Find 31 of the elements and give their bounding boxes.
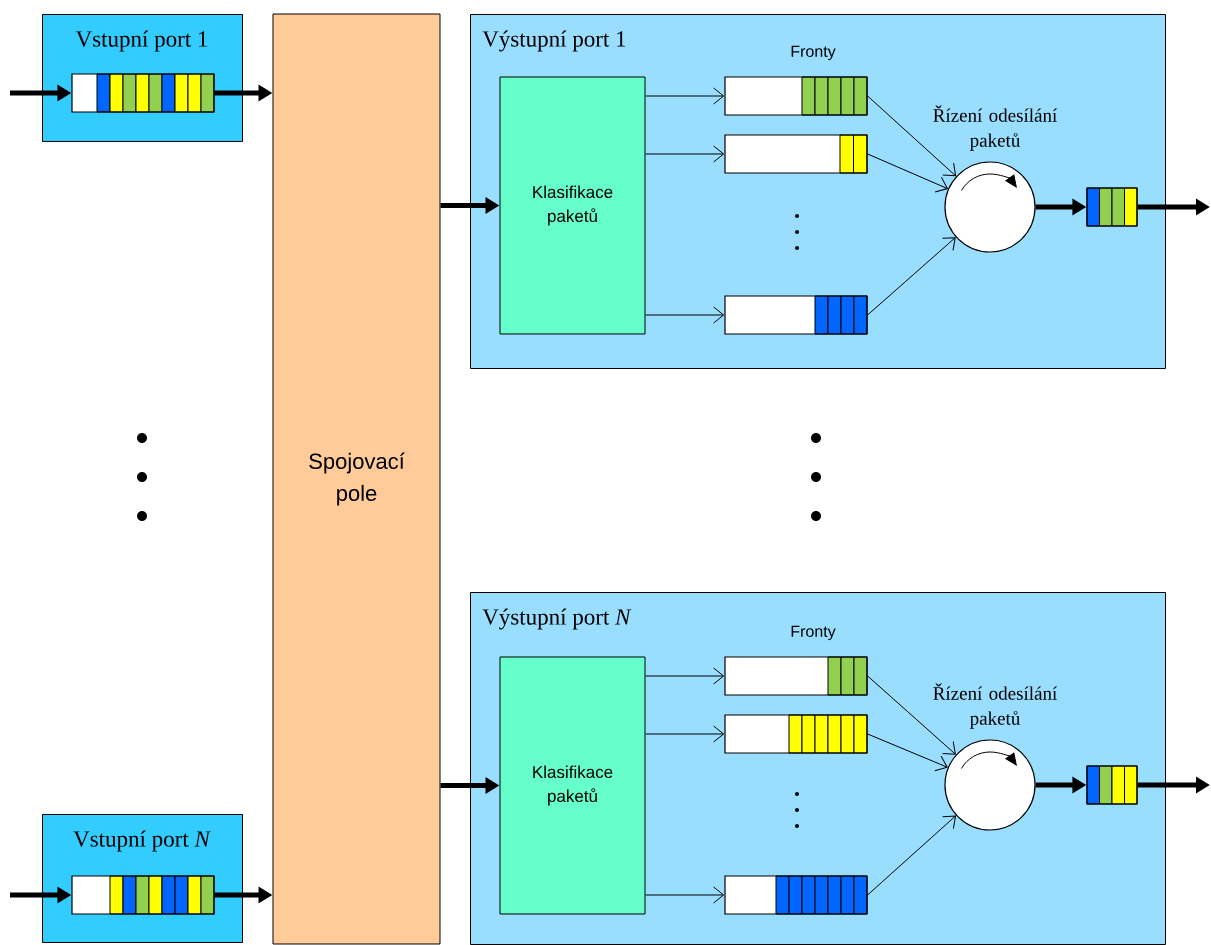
scheduler-label: Řízení odesílání paketů — [933, 105, 1058, 151]
packet-queue — [1086, 765, 1138, 805]
packet-queue — [724, 295, 868, 335]
packet-queue — [724, 76, 868, 116]
classifier-box: Klasifikace paketů — [499, 656, 646, 915]
arrow — [645, 725, 725, 743]
packet-queue — [724, 134, 868, 174]
packet-queue — [71, 875, 215, 915]
arrow — [645, 886, 725, 904]
scheduler-circle — [944, 739, 1036, 831]
arrow — [645, 667, 725, 685]
arrow — [867, 153, 948, 193]
switch-fabric-box: Spojovací pole — [272, 13, 441, 945]
queues-label: Fronty — [791, 625, 836, 641]
arrow — [867, 675, 956, 755]
arrow — [645, 145, 725, 163]
arrow — [645, 87, 725, 105]
scheduler-label: Řízení odesílání paketů — [933, 683, 1058, 729]
packet-queue — [724, 875, 868, 915]
packet-queue — [724, 714, 868, 754]
queues-label: Fronty — [791, 45, 836, 61]
classifier-box: Klasifikace paketů — [499, 76, 646, 335]
packet-queue — [724, 656, 868, 696]
arrow — [867, 733, 948, 772]
packet-queue — [1086, 187, 1138, 227]
packet-queue — [71, 73, 215, 113]
arrow — [867, 237, 956, 316]
arrow — [645, 306, 725, 324]
arrow — [867, 815, 956, 896]
scheduler-circle — [944, 161, 1036, 253]
arrow — [867, 95, 957, 177]
